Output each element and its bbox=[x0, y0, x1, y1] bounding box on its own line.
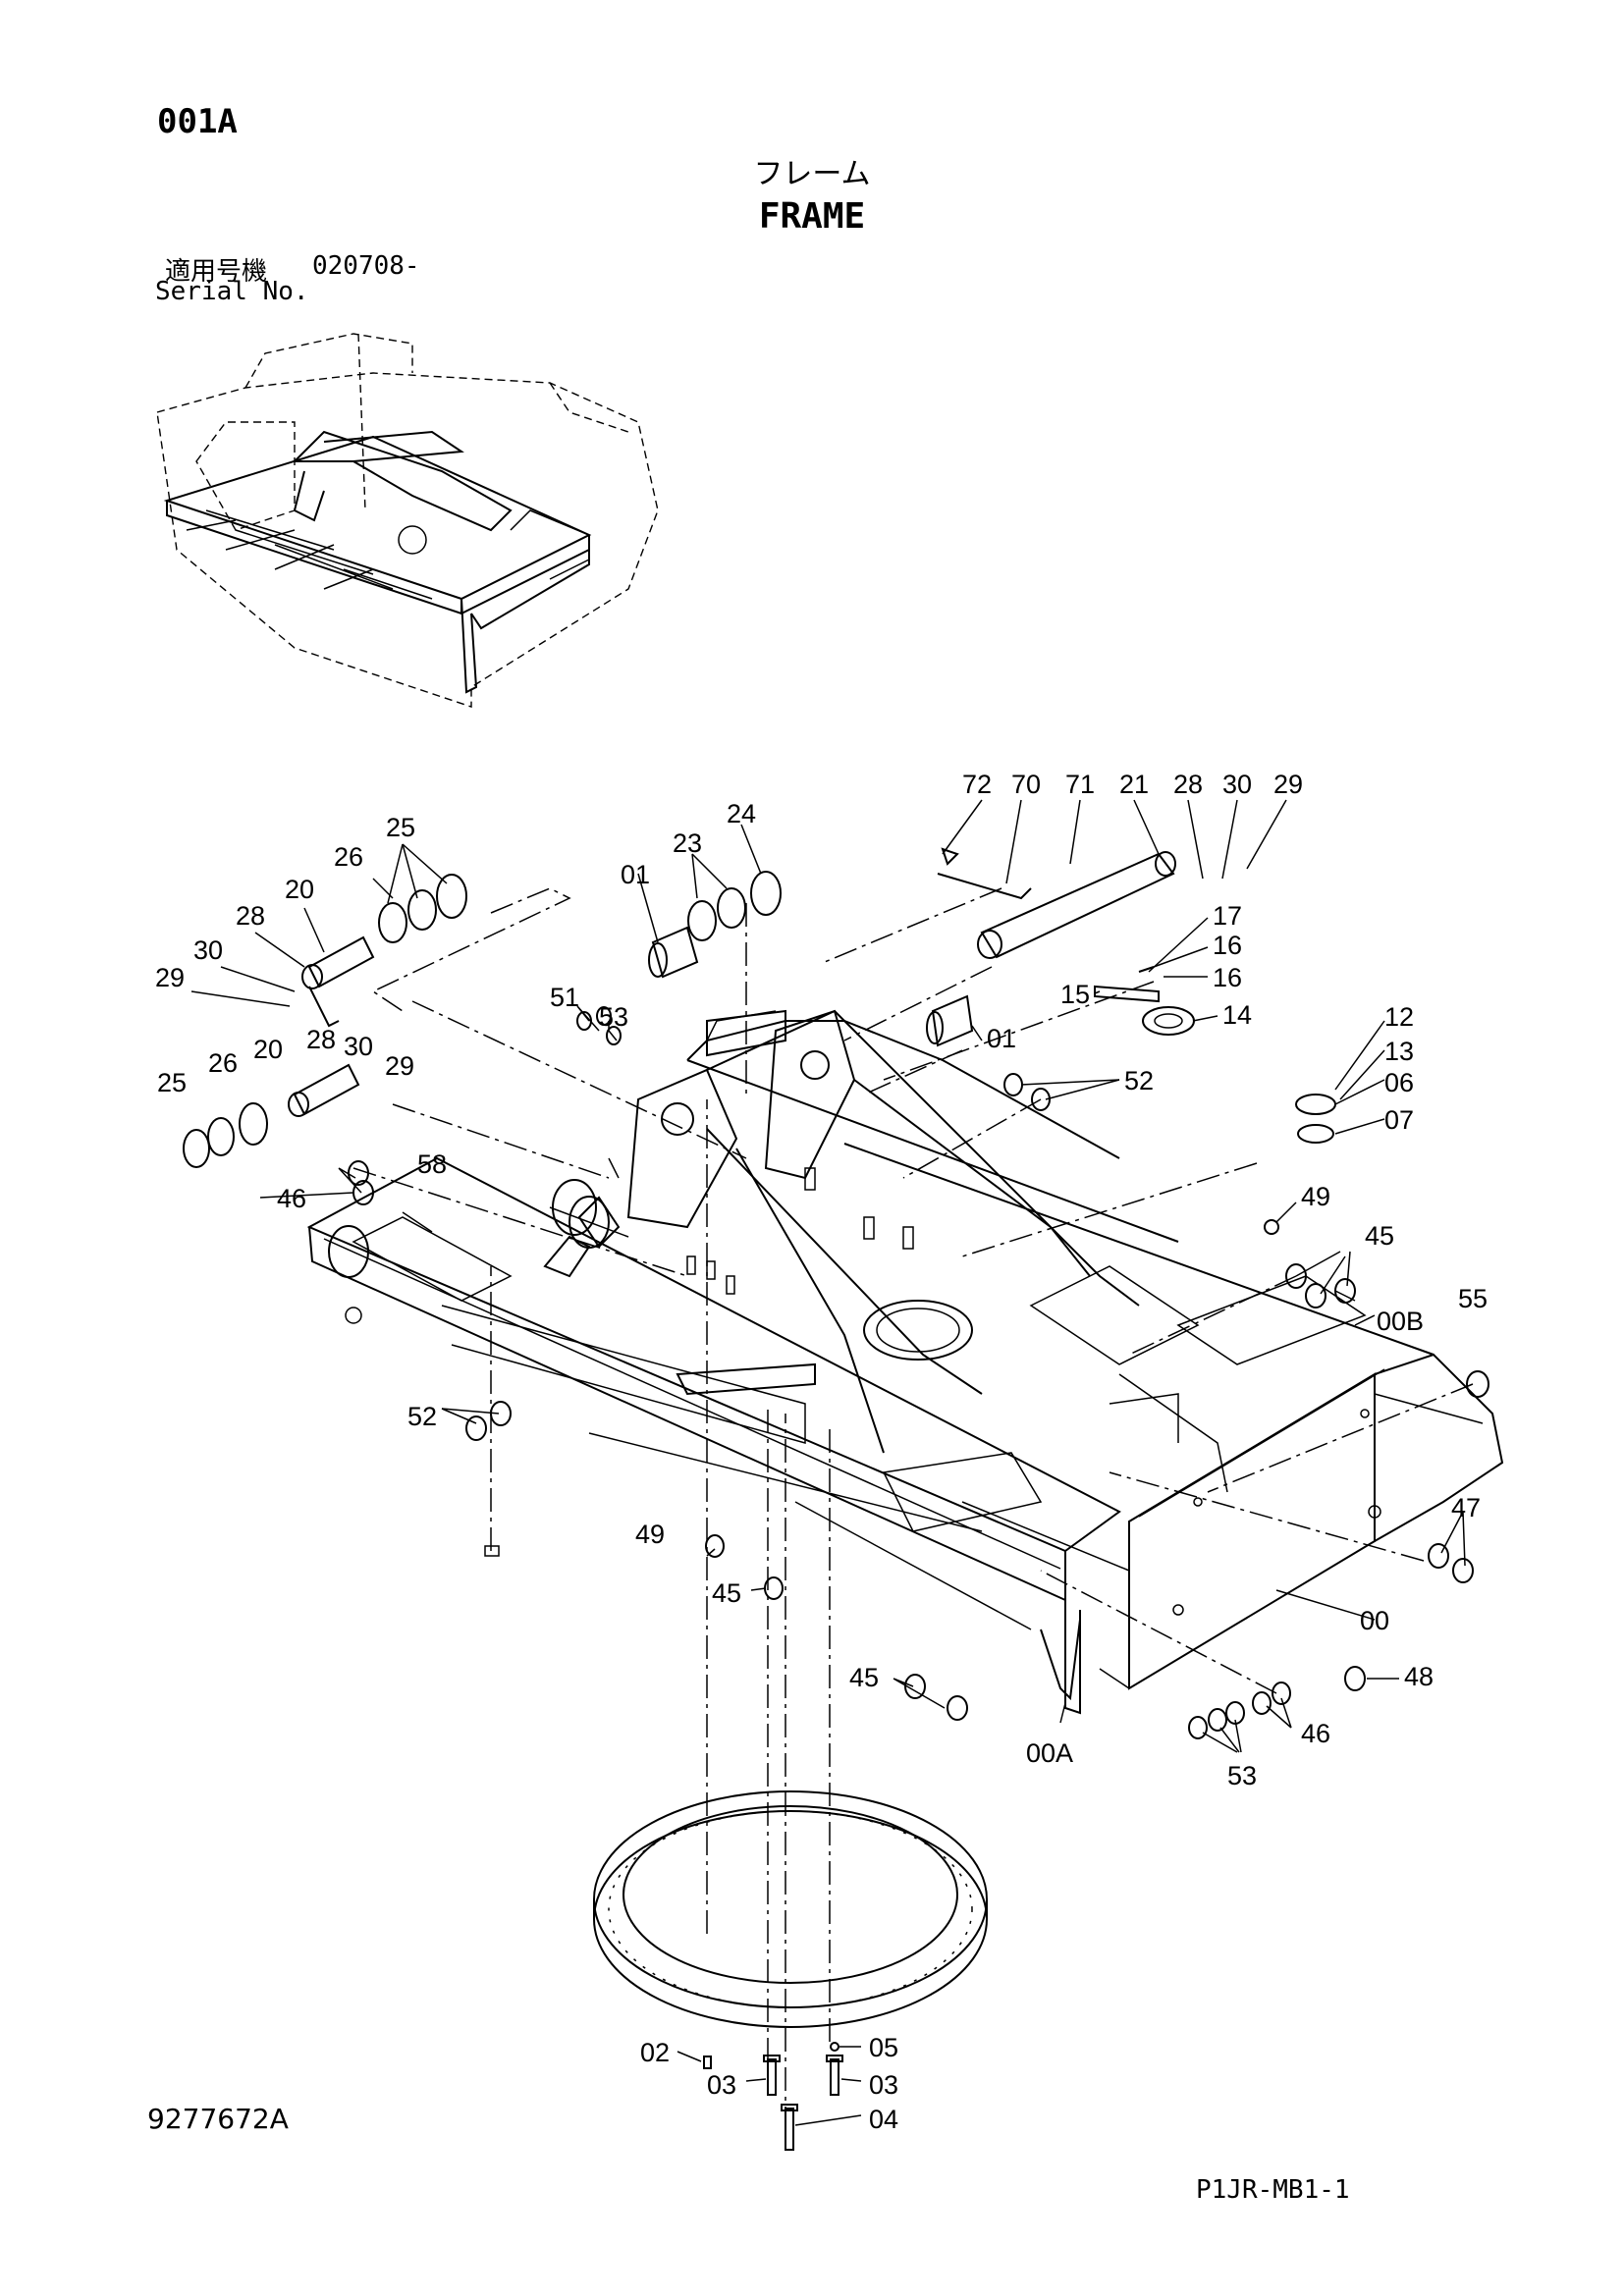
callout-label: 24 bbox=[727, 799, 756, 828]
callout-label: 45 bbox=[1365, 1221, 1394, 1251]
callout-label: 47 bbox=[1451, 1493, 1481, 1522]
callout-label: 14 bbox=[1222, 1000, 1252, 1030]
callout-label: 28 bbox=[306, 1025, 336, 1054]
callout-label: 29 bbox=[385, 1051, 414, 1081]
callout-label: 00B bbox=[1377, 1307, 1424, 1336]
callout-label: 30 bbox=[344, 1032, 373, 1061]
callout-label: 53 bbox=[1227, 1761, 1257, 1790]
callout-label: 01 bbox=[621, 860, 650, 889]
callout-label: 02 bbox=[640, 2038, 670, 2067]
callout-label: 00 bbox=[1360, 1606, 1389, 1635]
bolts bbox=[703, 2042, 843, 2151]
leader-lines bbox=[190, 799, 1466, 2126]
callout-label: 25 bbox=[157, 1068, 187, 1097]
callout-label: 45 bbox=[712, 1578, 741, 1608]
callout-label: 04 bbox=[869, 2105, 898, 2134]
callout-label: 58 bbox=[417, 1149, 447, 1179]
callout-label: 46 bbox=[1301, 1719, 1330, 1748]
callout-label: 01 bbox=[987, 1024, 1016, 1053]
callout-label: 49 bbox=[635, 1520, 665, 1549]
callout-label: 23 bbox=[673, 828, 702, 858]
callout-label: 20 bbox=[285, 875, 314, 904]
callout-label: 71 bbox=[1065, 770, 1095, 799]
frame-holes bbox=[345, 1167, 1381, 1616]
callout-label: 20 bbox=[253, 1035, 283, 1064]
callout-label: 25 bbox=[386, 813, 415, 842]
callout-label: 21 bbox=[1119, 770, 1149, 799]
callout-label: 17 bbox=[1213, 901, 1242, 931]
swing-bearing bbox=[593, 1790, 988, 2028]
callout-label: 26 bbox=[334, 842, 363, 872]
exploded-parts bbox=[183, 847, 1489, 2130]
callout-labels: 72 70 71 21 28 30 29 25 26 20 28 30 29 2… bbox=[155, 770, 1488, 2134]
serial-label-japanese: 適用号機 bbox=[165, 257, 268, 287]
callout-label: 29 bbox=[155, 963, 185, 992]
callout-label: 29 bbox=[1273, 770, 1303, 799]
callout-label: 46 bbox=[277, 1184, 306, 1213]
callout-label: 07 bbox=[1384, 1105, 1414, 1135]
page-reference: P1JR-MB1-1 bbox=[1196, 2175, 1350, 2205]
main-frame bbox=[306, 1009, 1504, 1715]
callout-label: 03 bbox=[707, 2070, 736, 2100]
callout-label: 49 bbox=[1301, 1182, 1330, 1211]
callout-label: 70 bbox=[1011, 770, 1041, 799]
callout-label: 15 bbox=[1060, 980, 1090, 1009]
serial-value: 020708- bbox=[312, 251, 420, 281]
callout-label: 13 bbox=[1384, 1037, 1414, 1066]
callout-label: 55 bbox=[1458, 1284, 1488, 1313]
callout-label: 16 bbox=[1213, 931, 1242, 960]
callout-label: 03 bbox=[869, 2070, 898, 2100]
page-title: FRAME bbox=[758, 196, 866, 237]
callout-label: 72 bbox=[962, 770, 992, 799]
callout-label: 28 bbox=[1173, 770, 1203, 799]
callout-label: 30 bbox=[1222, 770, 1252, 799]
callout-label: 51 bbox=[550, 983, 579, 1012]
page-code: 001A bbox=[157, 102, 238, 141]
callout-label: 12 bbox=[1384, 1002, 1414, 1032]
callout-label: 26 bbox=[208, 1048, 238, 1078]
callout-label: 48 bbox=[1404, 1662, 1434, 1691]
callout-label: 00A bbox=[1026, 1738, 1073, 1768]
callout-label: 52 bbox=[407, 1402, 437, 1431]
document-id: 9277672A bbox=[147, 2103, 289, 2135]
callout-label: 45 bbox=[849, 1663, 879, 1692]
callout-label: 30 bbox=[193, 935, 223, 965]
callout-label: 53 bbox=[599, 1002, 628, 1032]
callout-label: 16 bbox=[1213, 963, 1242, 992]
callout-label: 52 bbox=[1124, 1066, 1154, 1095]
callout-label: 05 bbox=[869, 2033, 898, 2062]
overview-thumbnail bbox=[156, 333, 659, 708]
callout-label: 28 bbox=[236, 901, 265, 931]
page-title-japanese: フレーム bbox=[753, 157, 871, 191]
serial-label: Serial No. bbox=[155, 277, 309, 306]
callout-label: 06 bbox=[1384, 1068, 1414, 1097]
